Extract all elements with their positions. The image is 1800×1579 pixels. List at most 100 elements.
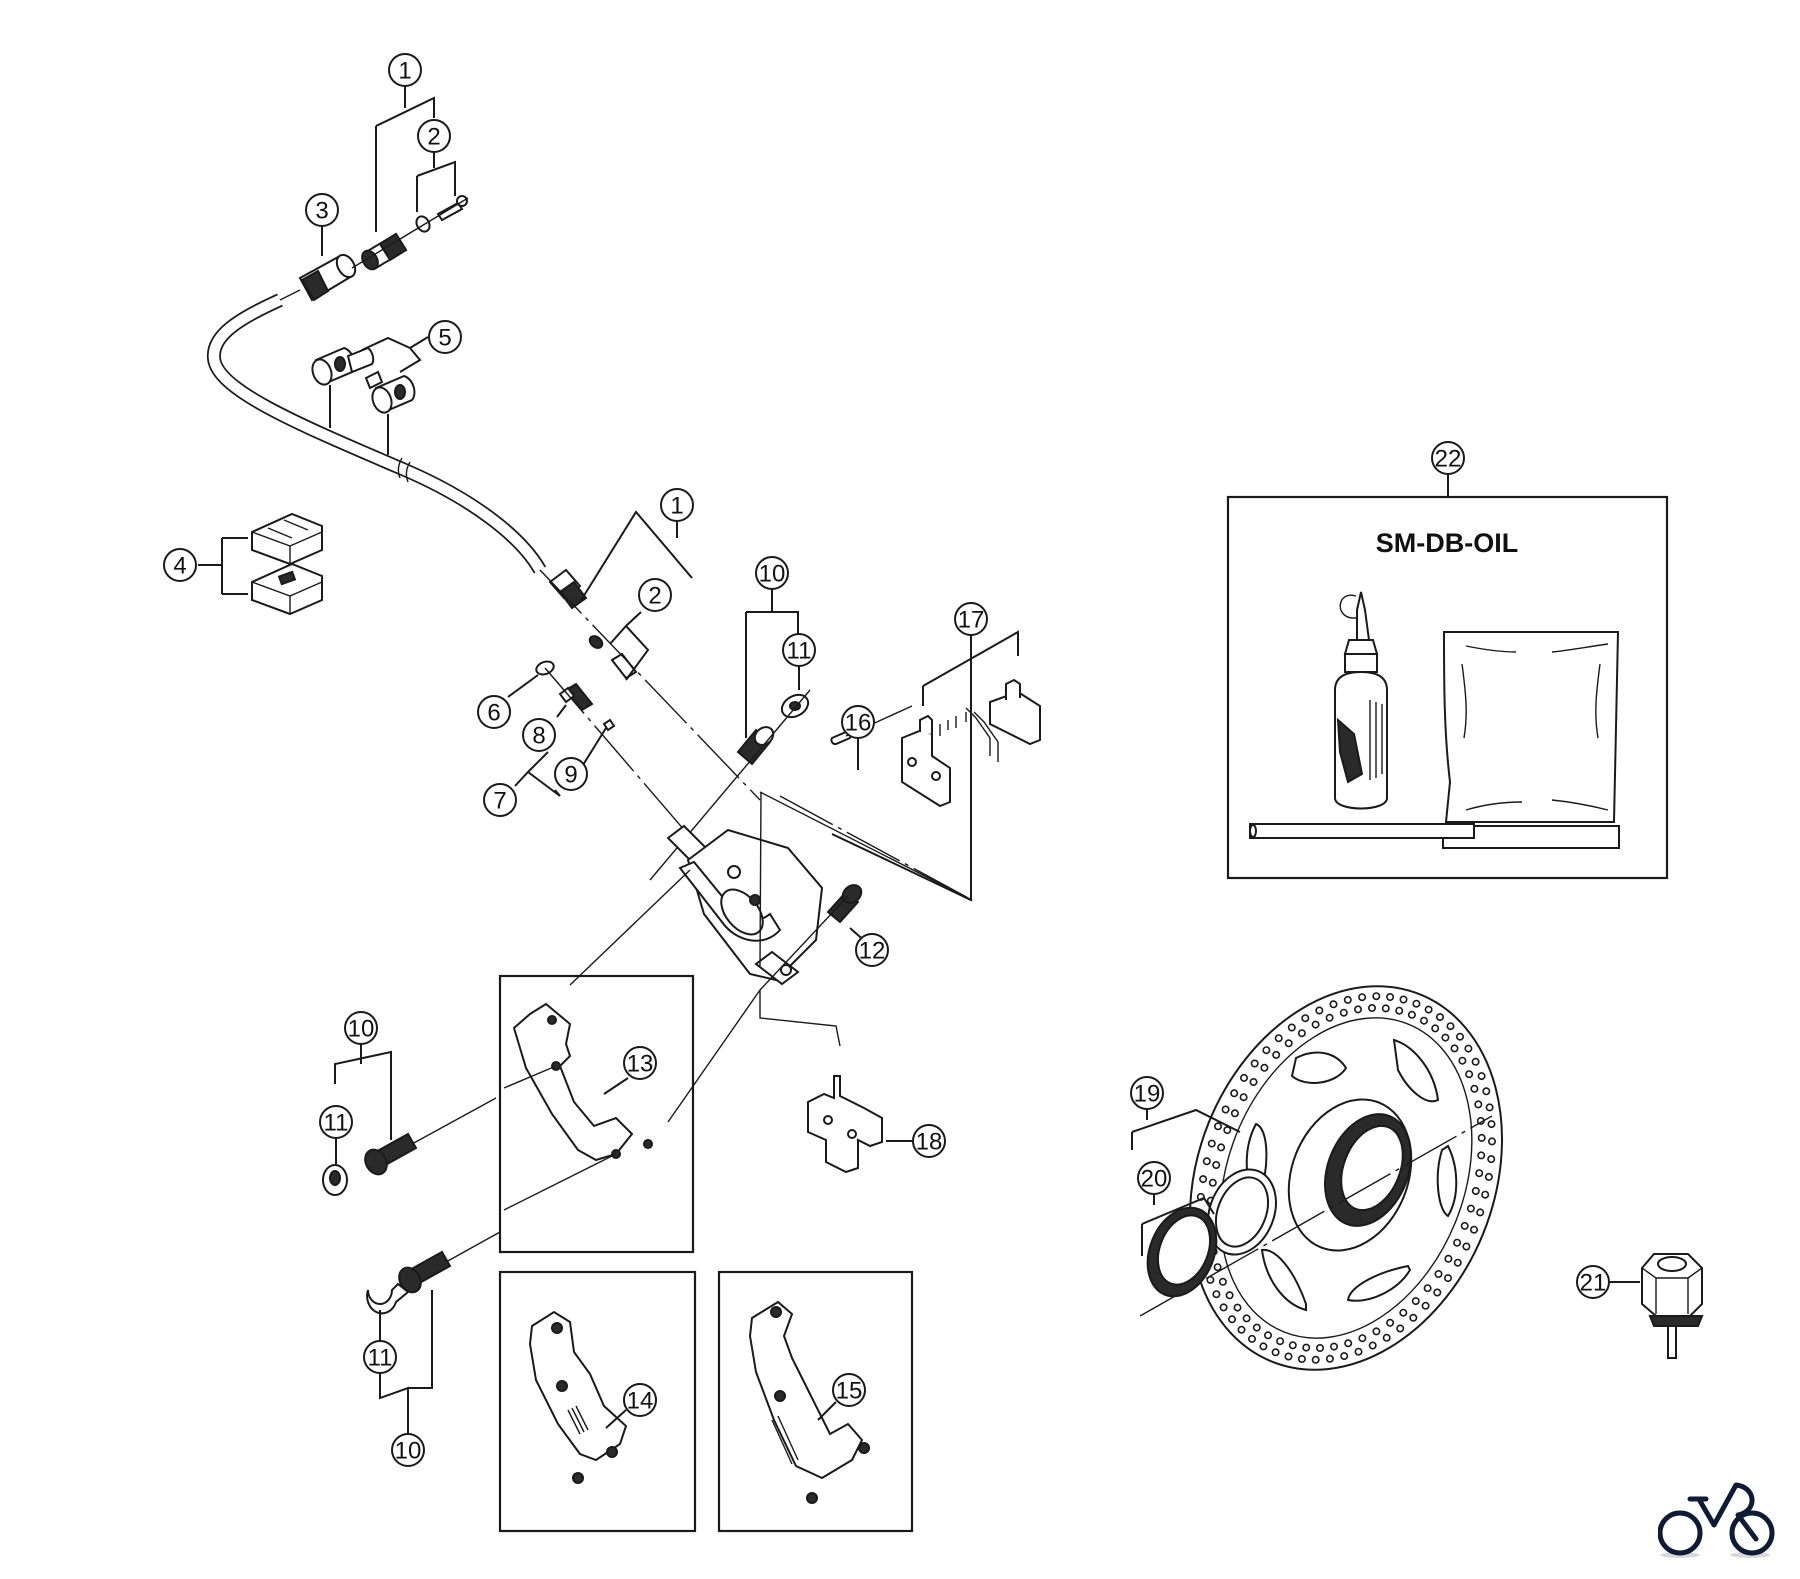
callout-circle [363, 1340, 397, 1374]
rotor-hole [1465, 1070, 1474, 1079]
rotor-hole [1301, 1014, 1310, 1023]
callout-12: 12 [855, 933, 889, 967]
callout-number: 15 [836, 1378, 863, 1405]
disc-brake-pads [830, 678, 1041, 808]
rotor-hole [1441, 1033, 1450, 1042]
rotor-washer [1207, 1168, 1277, 1256]
rotor-hole [1446, 1022, 1455, 1031]
rotor-hole [1485, 1103, 1494, 1112]
callout-2: 2 [638, 578, 672, 612]
callout-number: 13 [627, 1051, 654, 1078]
rotor-hole [1444, 1254, 1453, 1263]
callout-4: 4 [163, 548, 197, 582]
callout-5: 5 [428, 320, 462, 354]
rotor-hole [1411, 1297, 1420, 1306]
rotor-hole [1354, 1005, 1363, 1014]
callout-number: 12 [859, 938, 886, 965]
rotor-hole [1458, 1056, 1467, 1065]
rotor-hole [1460, 1221, 1469, 1230]
callout-13: 13 [623, 1046, 657, 1080]
adapter-fixing-bolt-low [366, 1250, 452, 1315]
rotor-hole [1207, 1139, 1216, 1148]
callout-3: 3 [305, 193, 339, 227]
callout-number: 3 [315, 198, 328, 225]
callout-circle [344, 1011, 378, 1045]
rotor-hole [1311, 1020, 1320, 1029]
rotor-hole [1477, 1072, 1486, 1081]
rotor-hole [1339, 1008, 1348, 1017]
callout-10: 10 [755, 556, 789, 590]
callout-15: 15 [832, 1373, 866, 1407]
rotor-holes [1196, 992, 1497, 1364]
rotor-hole [1223, 1126, 1232, 1135]
rotor-hole [1208, 1178, 1217, 1187]
rotor-hole [1230, 1089, 1239, 1098]
callout-6: 6 [477, 695, 511, 729]
rotor-hole [1202, 1157, 1211, 1166]
rotor-hole [1284, 1039, 1293, 1048]
rotor-hole [1297, 1029, 1306, 1038]
rotor-hole [1297, 1355, 1306, 1364]
rotor-hole [1344, 1339, 1353, 1348]
rotor-hole [1272, 1050, 1281, 1059]
rotor-hole [1213, 1263, 1222, 1272]
callout-22: 22 [1431, 441, 1465, 475]
rotor-hole [1288, 1341, 1297, 1350]
rotor-hole [1252, 1323, 1261, 1332]
connector-insert-caliper [548, 568, 638, 680]
callout-circle [954, 602, 988, 636]
callout-16: 16 [841, 705, 875, 739]
rotor-hole [1474, 1100, 1483, 1109]
callout-1: 1 [388, 53, 422, 87]
callout-circle [855, 933, 889, 967]
lock-ring-tool [1641, 1253, 1704, 1359]
rotor-hole [1250, 1059, 1259, 1068]
rotor-hole [1484, 1172, 1493, 1181]
rotor-hole [1424, 1005, 1433, 1014]
rotor-hole [1287, 1023, 1296, 1032]
rotor-hole [1453, 1258, 1462, 1267]
rotor-hole [1381, 1004, 1390, 1013]
rotor-hole [1274, 1034, 1283, 1043]
rotor-hole [1487, 1120, 1496, 1129]
callout-number: 10 [759, 561, 786, 588]
callout-circle [638, 578, 672, 612]
rotor-hole [1358, 993, 1367, 1002]
rotor-hole [1330, 1342, 1339, 1351]
callout-circle [912, 1124, 946, 1158]
rotor-hole [1482, 1087, 1491, 1096]
callout-circle [428, 320, 462, 354]
rotor-hole [1470, 1225, 1479, 1234]
callout-11: 11 [782, 633, 816, 667]
callout-circle [163, 548, 197, 582]
callout-circle [1431, 441, 1465, 475]
rotor-hole [1453, 1238, 1462, 1247]
rotor-hole [1399, 1308, 1408, 1317]
rotor-hole [1311, 1355, 1320, 1364]
bicycle-logo-icon [1658, 1482, 1775, 1558]
rotor-hole [1240, 1073, 1249, 1082]
callout-number: 2 [427, 124, 440, 151]
rotor-hole [1228, 1315, 1237, 1324]
rotor-hole [1262, 1046, 1271, 1055]
brake-rotor [1189, 985, 1503, 1371]
callout-circle [1576, 1265, 1610, 1299]
callout-7: 7 [483, 783, 517, 817]
callout-circle [483, 783, 517, 817]
rotor-hole [1412, 999, 1421, 1008]
caliper-body [666, 791, 973, 986]
rotor-hole [1248, 1334, 1257, 1343]
rotor-hole [1386, 992, 1395, 1001]
callout-circle [623, 1383, 657, 1417]
callout-number: 11 [368, 1345, 393, 1372]
rotor-hole [1470, 1084, 1479, 1093]
rotor-hole [1233, 1303, 1242, 1312]
oil-kit-box [1226, 495, 1669, 880]
mount-adapter-14 [528, 1310, 628, 1484]
rotor-hole [1237, 1325, 1246, 1334]
caliper-fixing-bolt-upper [736, 693, 810, 766]
callout-circle [522, 718, 556, 752]
callout-circle [841, 705, 875, 739]
rotor-hole [1217, 1143, 1226, 1152]
